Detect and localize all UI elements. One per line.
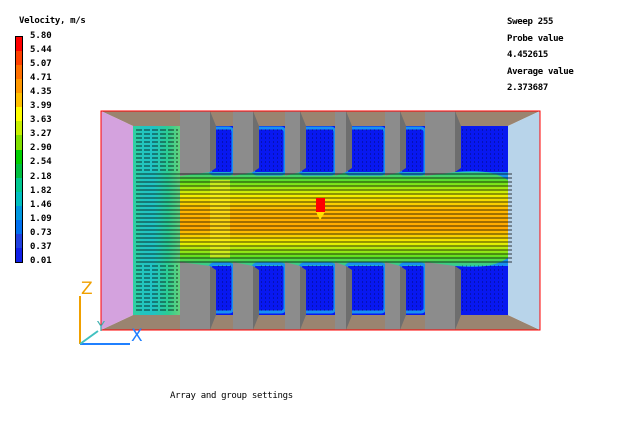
legend-value: 4.71: [30, 73, 52, 84]
domain-outline: [100, 110, 541, 331]
legend-swatch: [16, 247, 22, 262]
probe-label: Probe value: [507, 34, 564, 44]
legend-value: 3.27: [30, 129, 52, 140]
legend-value: 0.37: [30, 241, 52, 252]
sweep-label: Sweep 255: [507, 17, 554, 27]
legend-value: 5.07: [30, 59, 52, 70]
z-label: Z: [81, 279, 93, 299]
top-wall: [101, 111, 540, 126]
baffle-side: [210, 111, 216, 172]
y-axis: [79, 330, 99, 345]
probe-marker: [316, 198, 325, 212]
legend-swatch: [16, 121, 22, 136]
legend-swatch: [16, 93, 22, 108]
legend-swatch: [16, 149, 22, 164]
probe-tip: [316, 212, 325, 220]
inlet-wall: [101, 111, 133, 330]
legend-title: Velocity, m/s: [19, 16, 86, 26]
baffle-side: [300, 111, 306, 172]
baffle-bottom: [285, 262, 300, 330]
average-label: Average value: [507, 67, 574, 77]
x-label: X: [131, 326, 143, 346]
legend-value: 5.80: [30, 31, 52, 41]
baffle-side: [253, 111, 259, 172]
legend-value: 2.90: [30, 143, 52, 154]
baffle-side: [455, 266, 461, 330]
legend-value: 1.82: [30, 185, 52, 196]
legend-value: 2.18: [30, 171, 52, 182]
legend-swatch: [16, 51, 22, 66]
legend-value: 0.73: [30, 227, 52, 238]
domain: [100, 110, 541, 331]
legend-color-bar: [15, 36, 23, 263]
baffle-bottom: [180, 262, 210, 330]
baffle-top: [385, 111, 400, 176]
average-value: 2.373687: [507, 83, 548, 93]
legend-swatch: [16, 205, 22, 220]
baffle-bottom: [335, 262, 346, 330]
legend-value: 0.01: [30, 255, 52, 266]
bottom-wall: [101, 315, 540, 330]
legend-swatch: [16, 191, 22, 206]
legend-value: 3.99: [30, 101, 52, 112]
legend-value: 1.09: [30, 213, 52, 224]
axis-triad: Z X Y: [79, 279, 143, 346]
outlet-spread: [455, 171, 508, 180]
legend-swatch: [16, 107, 22, 122]
baffle-bottom: [425, 262, 455, 330]
legend-swatch: [16, 163, 22, 178]
baffle-side: [455, 111, 461, 172]
baffle-side: [346, 111, 352, 172]
outlet-wall: [508, 111, 540, 330]
legend-swatch: [16, 37, 22, 52]
legend-swatch: [16, 135, 22, 150]
baffle-side: [210, 266, 216, 330]
baffle-top: [285, 111, 300, 176]
legend-swatch: [16, 65, 22, 80]
baffle-side: [400, 266, 406, 330]
legend-swatch: [16, 233, 22, 248]
baffle-top: [180, 111, 210, 176]
legend-swatch: [16, 219, 22, 234]
y-label: Y: [96, 320, 105, 335]
legend-value: 4.35: [30, 87, 52, 98]
legend-swatch: [16, 177, 22, 192]
array-group-settings-label[interactable]: Array and group settings: [170, 391, 293, 401]
legend-value: 3.63: [30, 115, 52, 126]
baffle-top: [425, 111, 455, 176]
legend-value: 5.44: [30, 45, 52, 56]
baffle-side: [400, 111, 406, 172]
baffle-side: [346, 266, 352, 330]
baffle-bottom: [233, 262, 253, 330]
baffle-side: [253, 266, 259, 330]
baffle-top: [335, 111, 346, 176]
legend-value: 1.46: [30, 199, 52, 210]
legend-swatch: [16, 79, 22, 94]
baffle-bottom: [385, 262, 400, 330]
probe-value: 4.452615: [507, 50, 548, 60]
legend-value: 2.54: [30, 157, 52, 168]
baffle-top: [233, 111, 253, 176]
outlet-spread: [455, 258, 508, 267]
baffle-side: [300, 266, 306, 330]
